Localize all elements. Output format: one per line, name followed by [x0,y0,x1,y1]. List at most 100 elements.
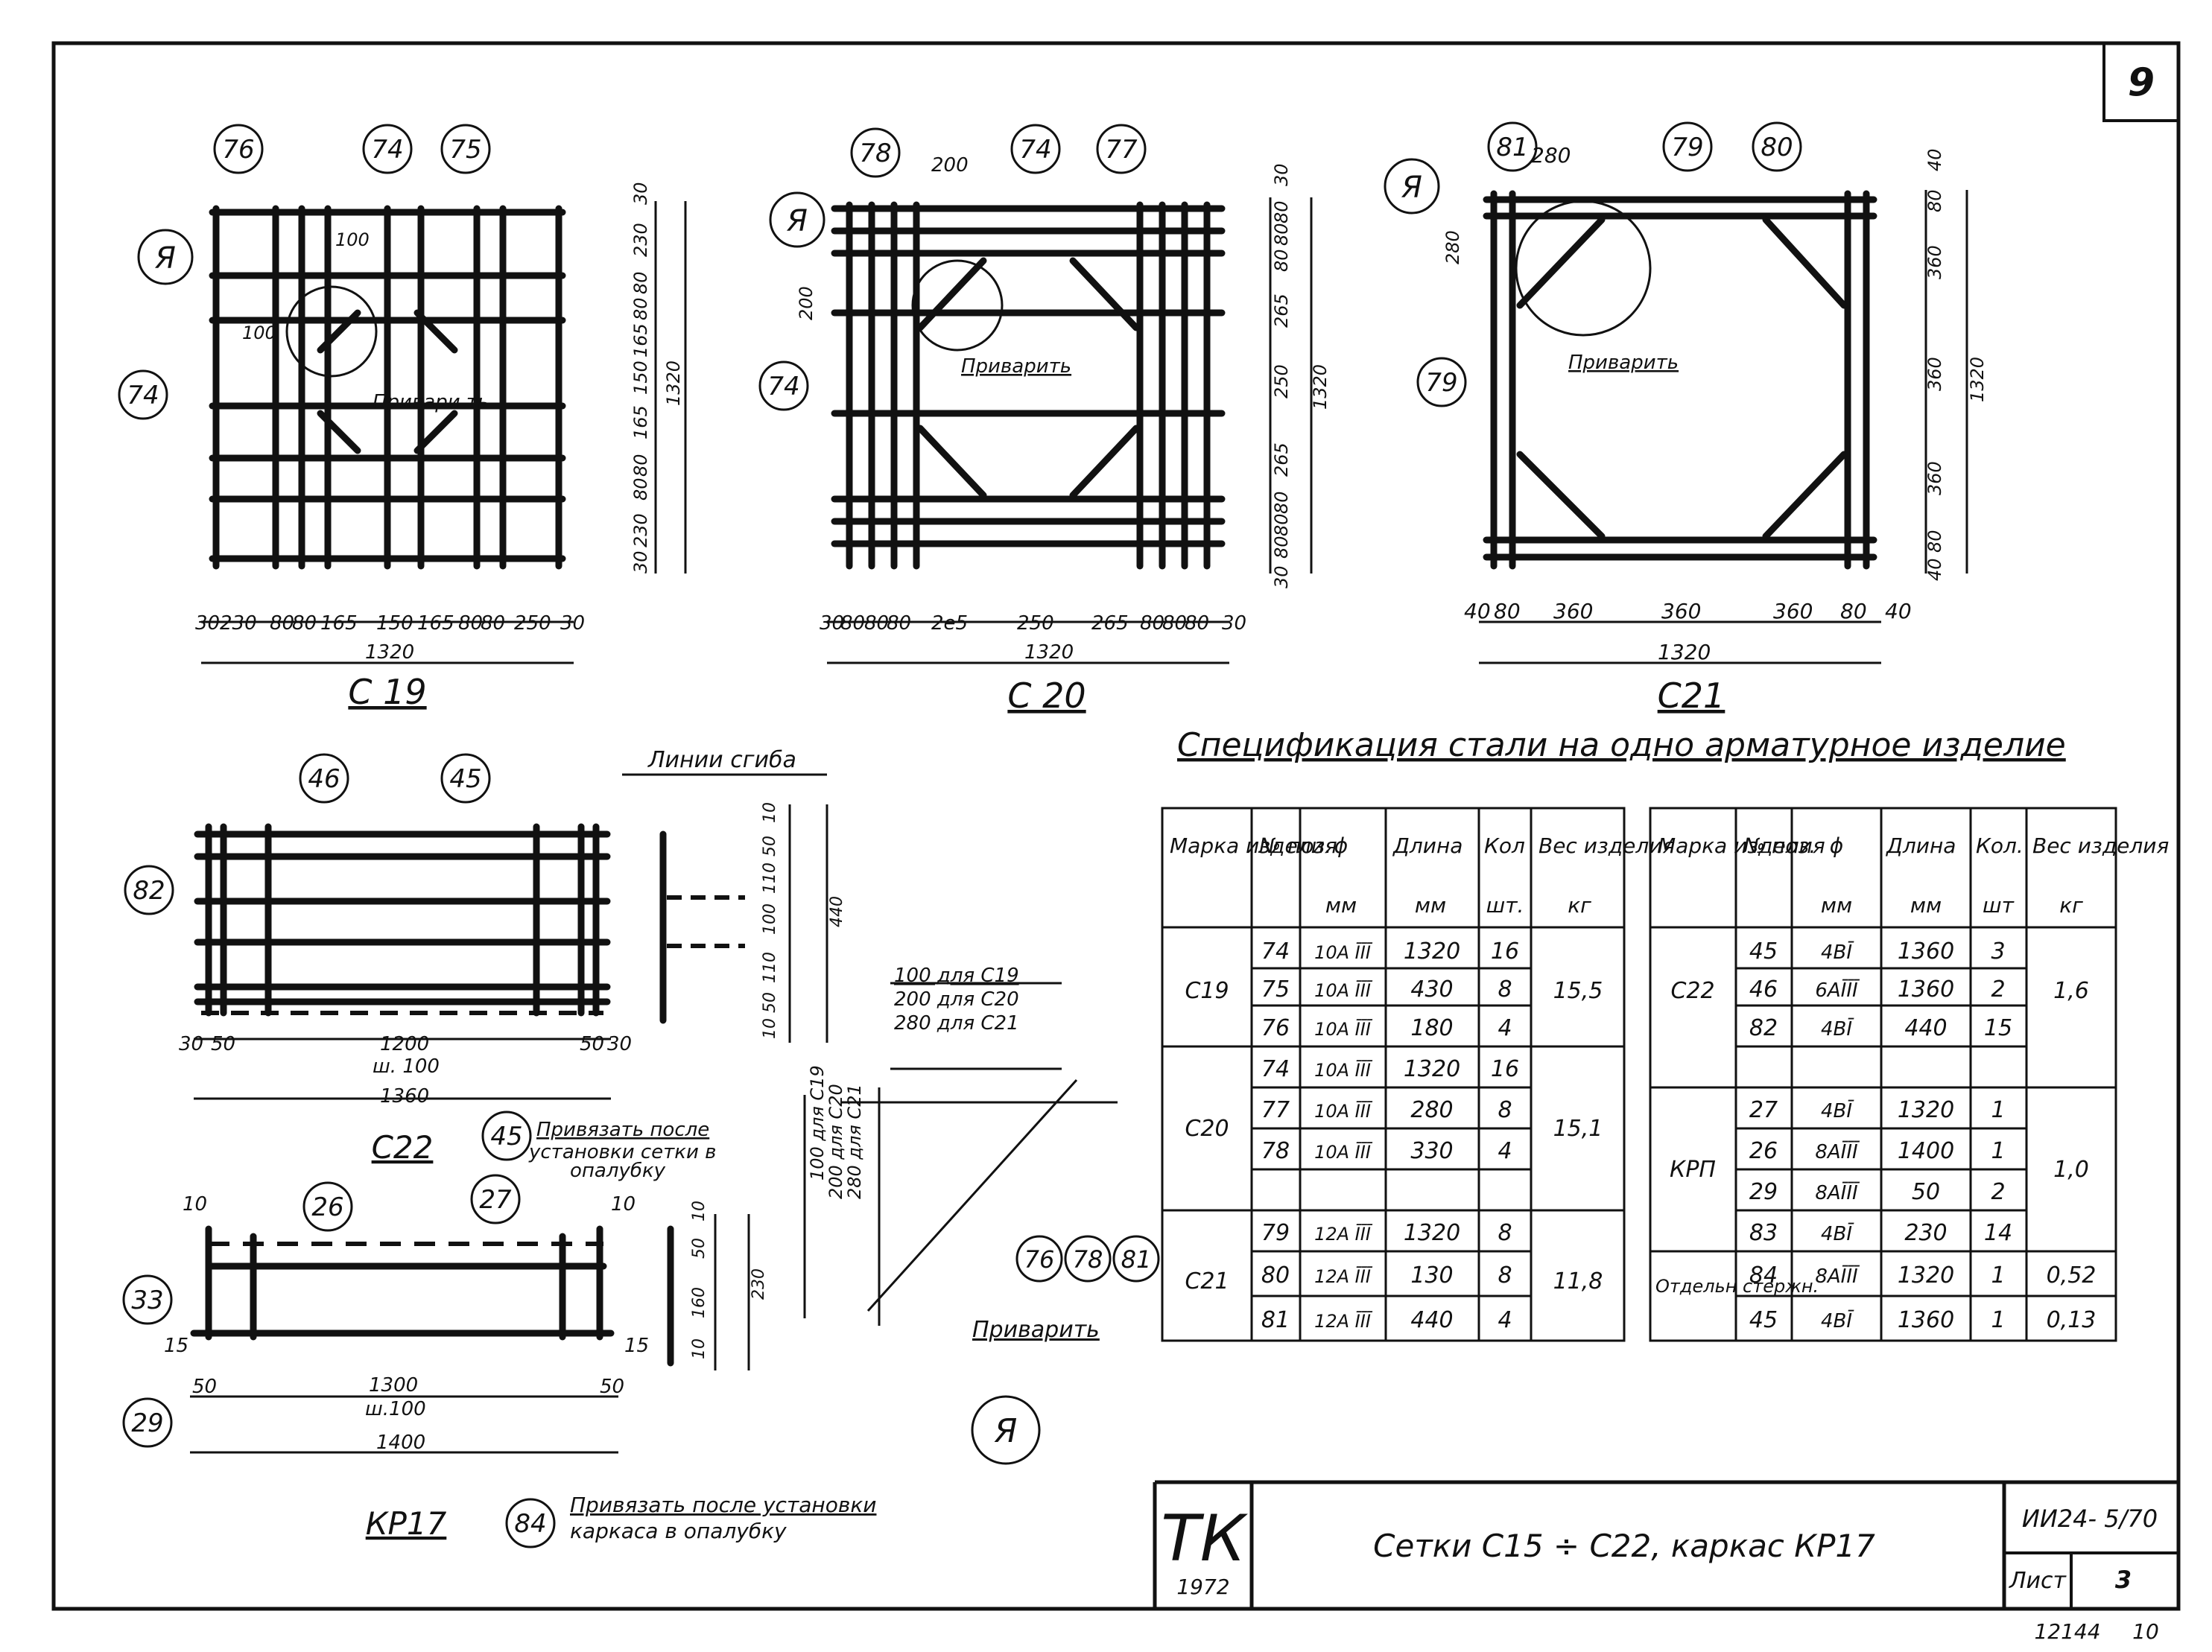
svg-text:8АĪĪĪ: 8АĪĪĪ [1815,1181,1860,1204]
svg-text:80: 80 [1140,612,1164,635]
svg-text:80: 80 [1924,189,1945,212]
svg-text:мм: мм [1325,893,1357,918]
detail-a: 100 для С19 200 для С20 280 для С21 100 … [803,965,1160,1465]
c22-tie-note: Привязать после установки сетки в опалуб… [528,1119,716,1182]
svg-text:Привязать после: Привязать после [536,1119,709,1141]
svg-text:1320: 1320 [1967,357,1988,402]
svg-text:80: 80 [1271,491,1292,514]
svg-text:мм: мм [1821,893,1852,918]
svg-text:ϕ: ϕ [1334,833,1348,858]
c20-title: С 20 [1007,676,1086,716]
c21-callout-80: 80 [1752,121,1802,172]
svg-text:80: 80 [292,612,317,635]
svg-text:230: 230 [1904,1220,1947,1246]
svg-text:1320: 1320 [1404,1220,1460,1246]
svg-text:С22: С22 [1670,978,1714,1004]
svg-text:15: 15 [624,1335,649,1357]
kp17-callout-26: 26 [302,1181,353,1232]
svg-text:установки сетки в: установки сетки в [528,1141,716,1163]
svg-text:Я: Я [994,1412,1018,1450]
c19-weld-label: Привари ть [373,391,489,413]
svg-text:1320: 1320 [1404,1056,1460,1082]
c20-bottom-dims: 30 80 80 80 2е5 250 265 80 80 80 30 1320 [820,612,1246,664]
svg-text:№ поз.: № поз. [1258,833,1331,858]
svg-text:12А ĪĪĪ: 12А ĪĪĪ [1314,1310,1373,1332]
svg-text:77: 77 [1105,135,1138,165]
svg-text:100 для С19: 100 для С19 [894,965,1019,987]
svg-text:110: 110 [761,862,779,894]
c20-callout-74-top: 74 [1010,124,1061,174]
svg-text:80: 80 [1185,612,1209,635]
footer-code: 12144 [2034,1619,2100,1644]
svg-text:кг: кг [2059,893,2083,918]
svg-text:4ВĪ: 4ВĪ [1821,1099,1854,1122]
title-block-title: Сетки С15 ÷ С22, каркас КР17 [1373,1528,1875,1564]
svg-text:360: 360 [1661,599,1701,623]
svg-text:30: 30 [195,612,220,635]
svg-text:ϕ: ϕ [1830,833,1843,858]
svg-text:8: 8 [1498,1262,1512,1289]
svg-text:Кол.: Кол. [1976,833,2024,858]
svg-text:50: 50 [761,992,779,1013]
title-block-code: ИИ24- 5/70 [2022,1505,2158,1533]
c21-dim-280: 280 [1531,143,1571,168]
svg-text:Длина: Длина [1885,833,1956,858]
mesh-c20: Приварить 200 200 78 74 77 74 Я 30 80 80… [758,124,1331,716]
footer-page: 10 [2132,1619,2159,1644]
c20-callout-74-left: 74 [758,360,809,411]
svg-text:15: 15 [1984,1015,2012,1041]
svg-text:4ВĪ: 4ВĪ [1821,1222,1854,1245]
c21-callout-79-top: 79 [1662,121,1713,172]
detail-a-callout-78: 78 [1064,1235,1112,1283]
svg-text:165: 165 [630,405,651,439]
c19-callout-76: 76 [213,124,264,174]
svg-text:8: 8 [1498,1097,1512,1123]
svg-text:40: 40 [1885,599,1912,623]
c19-dim-100-v: 100 [242,323,276,343]
svg-text:№ поз.: № поз. [1742,833,1816,858]
svg-text:80: 80 [458,612,483,635]
svg-text:0,13: 0,13 [2047,1307,2097,1333]
title-block-year: 1972 [1176,1575,1229,1599]
svg-text:С20: С20 [1185,1116,1229,1142]
c19-right-dims: 30 230 80 80 165 150 165 80 80 230 30 13… [630,182,684,574]
table2-group-c22: С22 1,6 45 4ВĪ 1360 3 46 6АĪĪĪ 1360 2 82… [1670,938,2088,1041]
svg-text:50: 50 [580,1033,604,1055]
svg-text:10А ĪĪĪ: 10А ĪĪĪ [1314,1141,1373,1163]
c20-detail-marker: Я [769,191,825,248]
svg-text:30: 30 [560,612,585,635]
svg-text:82: 82 [133,876,165,906]
svg-text:каркаса в опалубку: каркаса в опалубку [570,1519,787,1543]
detail-a-weld-label: Приварить [972,1317,1100,1343]
svg-text:8: 8 [1498,976,1512,1003]
kp17-callout-27: 27 [470,1174,521,1224]
svg-text:250: 250 [514,612,551,635]
svg-text:1400: 1400 [376,1432,425,1454]
svg-text:Я: Я [1401,171,1422,205]
svg-text:280: 280 [1410,1097,1453,1123]
mesh-c22: Линии сгиба 46 45 82 45 30 50 1200 ш. 10… [124,747,846,1182]
title-block-logo: ТК [1161,1502,1249,1576]
kp17-tie-note: Привязать после установки каркаса в опал… [570,1493,876,1543]
spec-table-1: Марка изделия № поз. ϕ Длина Кол Вес изд… [1161,807,1675,1342]
svg-text:С21: С21 [1185,1268,1229,1294]
svg-text:ш.100: ш.100 [365,1398,426,1420]
c21-bottom-dims: 40 80 360 360 360 80 40 1320 [1464,599,1912,664]
svg-text:250: 250 [1017,612,1054,635]
svg-text:10: 10 [690,1201,709,1221]
svg-text:360: 360 [1773,599,1813,623]
svg-text:80: 80 [481,612,505,635]
detail-a-side: 100 для С19 200 для С20 280 для С21 [807,1065,865,1199]
svg-text:4: 4 [1498,1015,1512,1041]
svg-text:80: 80 [630,297,651,320]
svg-text:1360: 1360 [1898,938,1954,965]
c22-title: С22 [372,1129,434,1166]
svg-text:16: 16 [1491,1056,1519,1082]
title-block: ТК 1972 Сетки С15 ÷ С22, каркас КР17 ИИ2… [1153,1480,2178,1644]
c19-title: С 19 [348,672,426,712]
svg-text:10А ĪĪĪ: 10А ĪĪĪ [1314,941,1373,963]
svg-text:1320: 1320 [1404,938,1460,965]
svg-text:165: 165 [320,612,358,635]
c20-callout-77: 77 [1096,124,1147,174]
svg-text:Я: Я [786,204,808,238]
